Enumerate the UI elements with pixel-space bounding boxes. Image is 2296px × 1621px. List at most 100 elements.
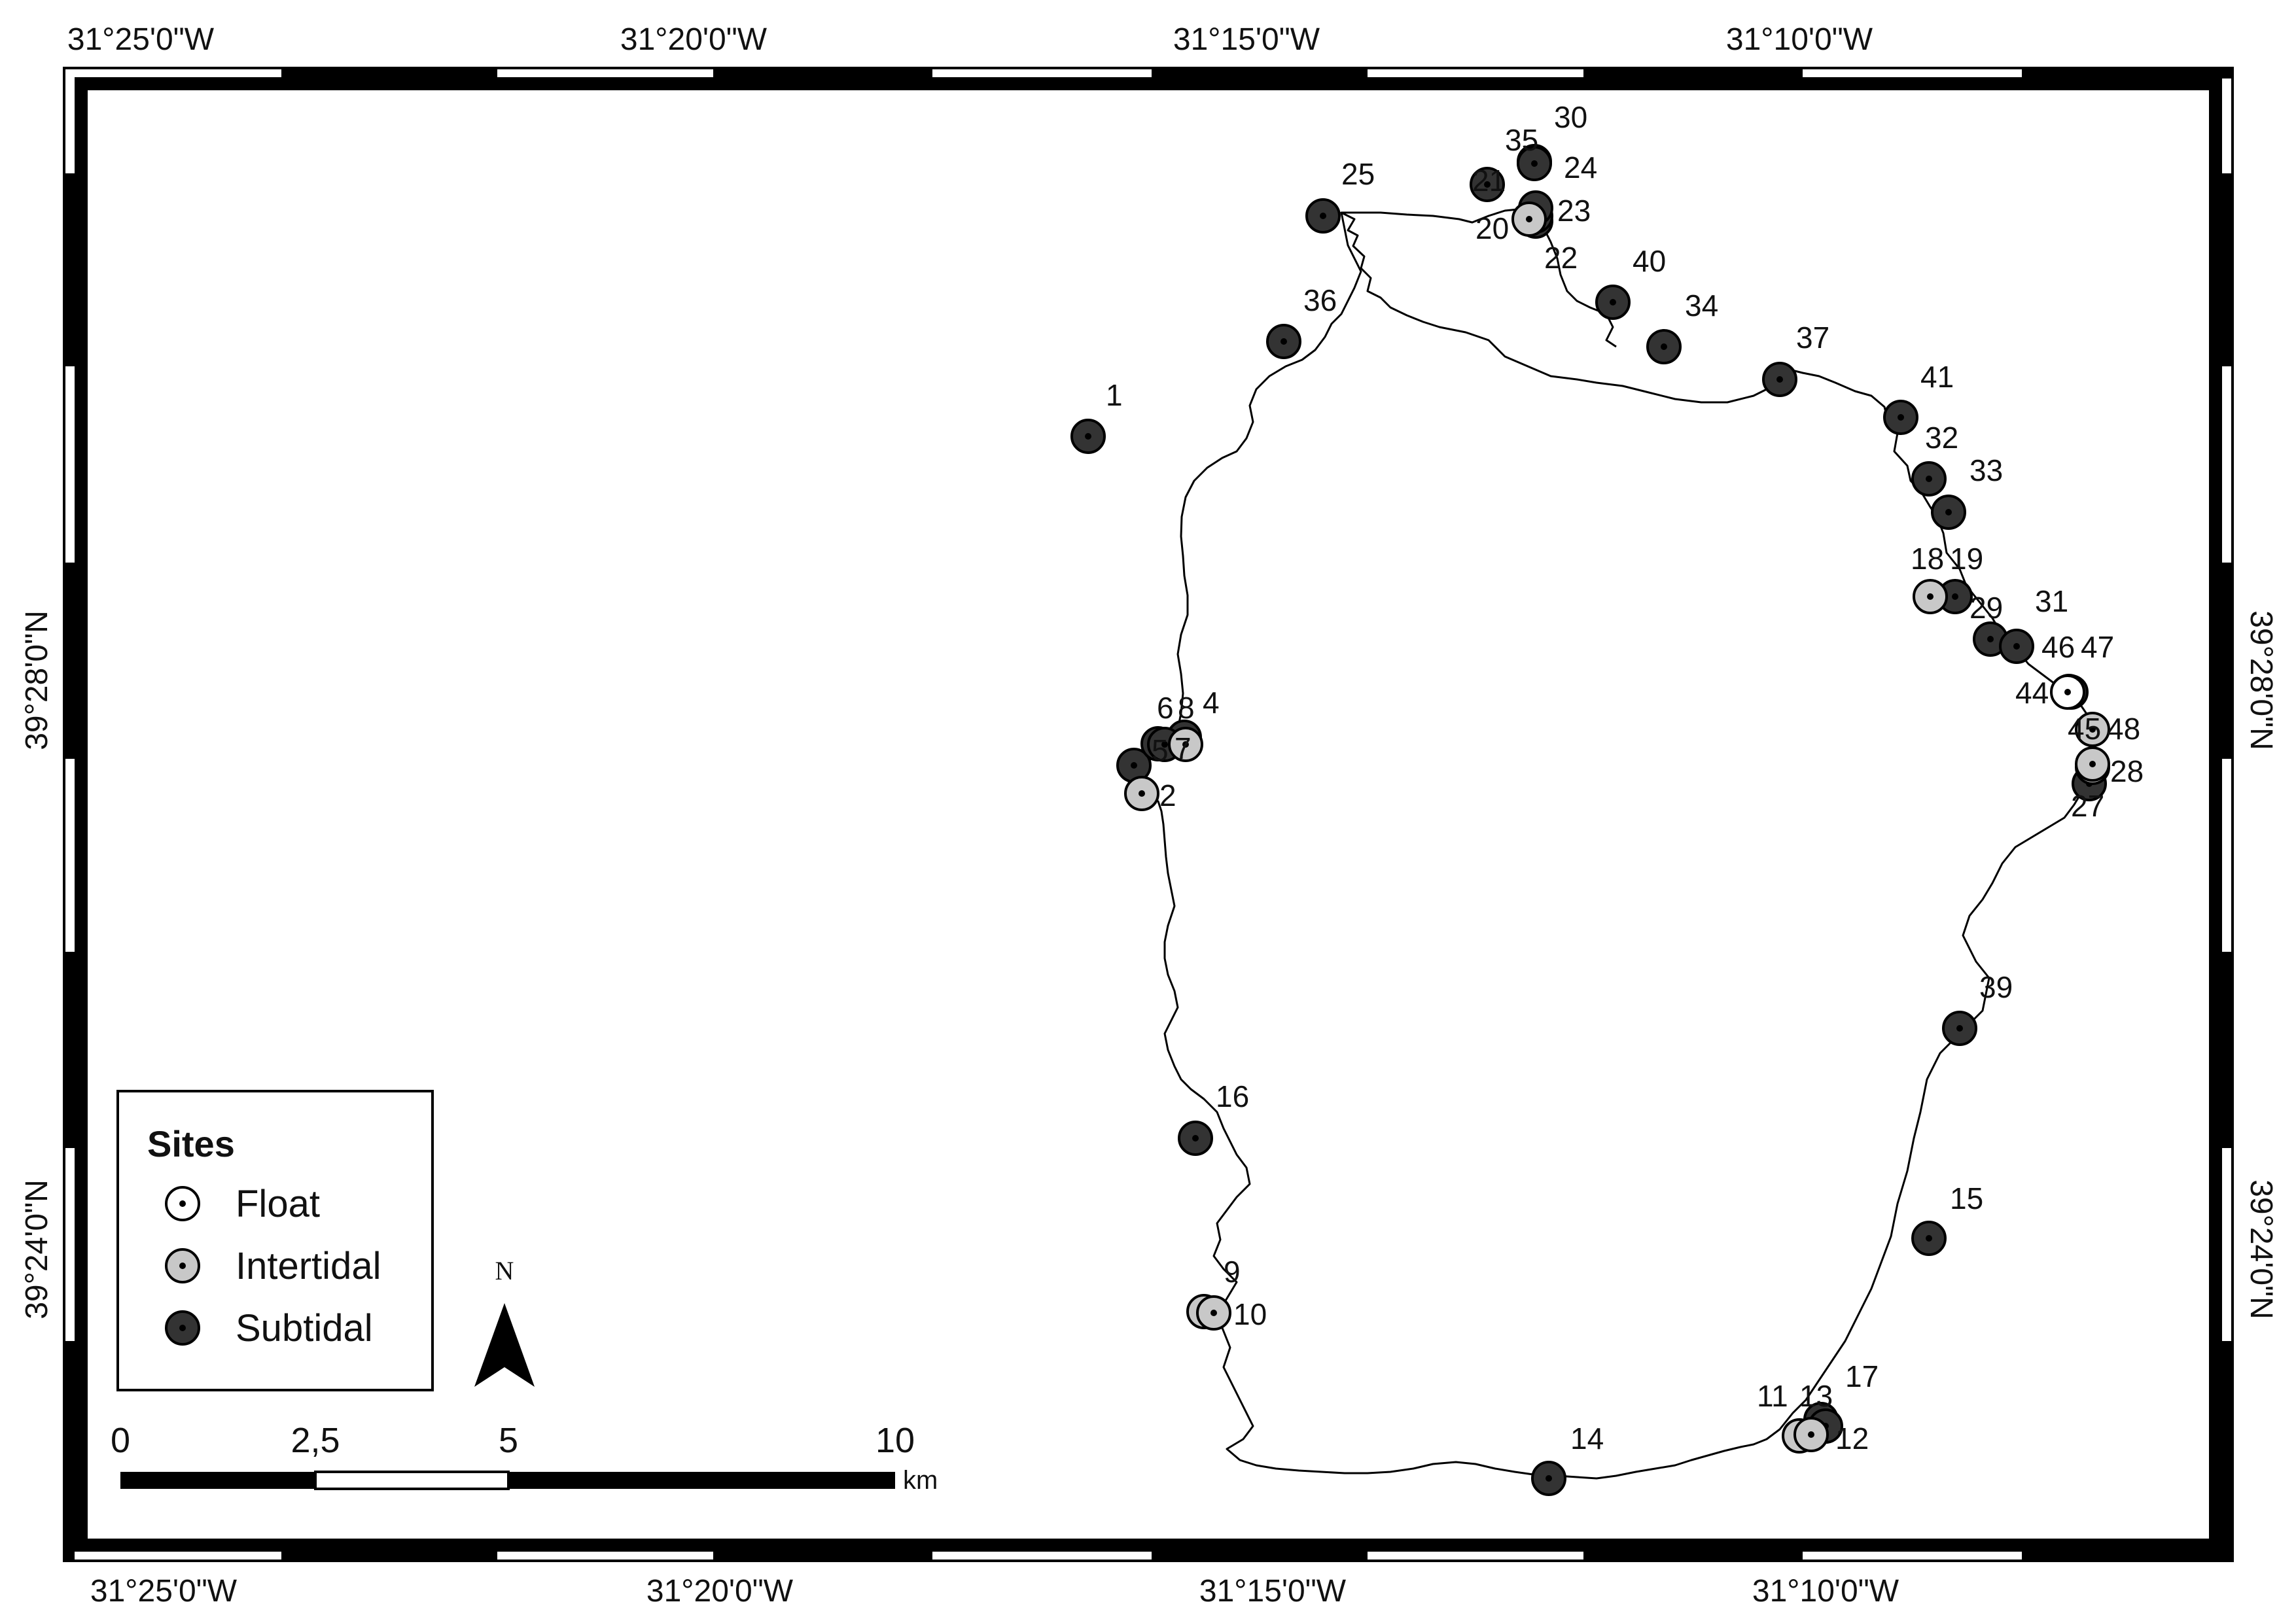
bottom-lon-label-3: 31°15'0"W xyxy=(1199,1574,1347,1609)
site-label-12: 12 xyxy=(1835,1421,1869,1455)
legend-title: Sites xyxy=(147,1123,235,1164)
site-marker-34 xyxy=(1646,329,1682,364)
left-lat-label-1: 39°28'0"N xyxy=(20,610,54,750)
site-marker-32 xyxy=(1911,461,1947,497)
site-label-41: 41 xyxy=(1920,360,1954,394)
scale-segment-3 xyxy=(508,1472,895,1489)
site-label-16: 16 xyxy=(1216,1079,1249,1113)
site-label-17: 17 xyxy=(1845,1359,1879,1393)
site-marker-10 xyxy=(1196,1295,1231,1331)
site-label-40: 40 xyxy=(1633,244,1666,278)
site-marker-20 xyxy=(1511,201,1547,237)
scale-segment-2 xyxy=(314,1471,510,1490)
north-arrow: N xyxy=(474,1256,535,1387)
site-label-34: 34 xyxy=(1685,288,1718,322)
site-label-10: 10 xyxy=(1233,1297,1267,1331)
site-marker-16 xyxy=(1178,1121,1213,1156)
top-lon-label-1: 31°25'0"W xyxy=(67,22,215,57)
site-marker-2 xyxy=(1124,776,1159,811)
site-marker-1 xyxy=(1070,419,1106,454)
bottom-lon-label-1: 31°25'0"W xyxy=(90,1574,238,1609)
scale-segment-1 xyxy=(120,1472,315,1489)
legend-item-subtidal: Subtidal xyxy=(165,1307,373,1350)
site-label-21: 21 xyxy=(1472,164,1506,198)
left-lat-label-2: 39°24'0"N xyxy=(20,1179,54,1319)
north-arrow-icon xyxy=(474,1303,535,1387)
site-marker-19 xyxy=(1937,579,1973,614)
site-label-22: 22 xyxy=(1544,241,1578,275)
site-label-20: 20 xyxy=(1475,211,1509,245)
site-marker-25 xyxy=(1305,198,1341,234)
scale-tick-0: 0 xyxy=(111,1421,130,1460)
site-label-46: 46 xyxy=(2041,630,2075,664)
graticule-labels: 31°25'0"W 31°20'0"W 31°15'0"W 31°10'0"W … xyxy=(20,22,2278,1609)
site-marker-7 xyxy=(1168,727,1203,762)
frame-graduation xyxy=(64,68,2233,1561)
scale-tick-2-5: 2,5 xyxy=(291,1421,340,1460)
site-marker-40 xyxy=(1595,285,1631,320)
site-label-25: 25 xyxy=(1341,157,1375,191)
site-marker-37 xyxy=(1762,362,1797,397)
north-label: N xyxy=(495,1256,514,1285)
site-label-47: 47 xyxy=(2081,630,2114,664)
right-lat-label-1: 39°28'0"N xyxy=(2244,610,2278,750)
scale-unit: km xyxy=(903,1466,938,1495)
site-label-45: 45 xyxy=(2068,712,2101,746)
site-label-37: 37 xyxy=(1796,321,1829,355)
map-frame xyxy=(63,67,2234,1562)
site-marker-12 xyxy=(1793,1417,1829,1452)
legend-item-intertidal: Intertidal xyxy=(165,1245,381,1287)
site-marker-48 xyxy=(2075,746,2110,782)
top-lon-label-4: 31°10'0"W xyxy=(1726,22,1873,57)
site-label-30: 30 xyxy=(1554,100,1587,134)
bottom-lon-label-4: 31°10'0"W xyxy=(1752,1574,1899,1609)
site-marker-14 xyxy=(1531,1461,1566,1496)
site-label-1: 1 xyxy=(1106,378,1123,412)
site-label-19: 19 xyxy=(1950,542,1983,576)
site-label-36: 36 xyxy=(1303,283,1337,317)
site-label-15: 15 xyxy=(1950,1181,1983,1215)
site-marker-41 xyxy=(1883,400,1918,435)
site-label-44: 44 xyxy=(2015,676,2049,710)
site-label-31: 31 xyxy=(2035,584,2068,618)
site-label-48: 48 xyxy=(2107,712,2140,746)
site-marker-33 xyxy=(1931,495,1966,530)
site-label-4: 4 xyxy=(1203,686,1220,720)
site-label-27: 27 xyxy=(2071,789,2104,823)
legend-label-float: Float xyxy=(236,1183,320,1225)
top-lon-label-2: 31°20'0"W xyxy=(620,22,768,57)
legend-item-float: Float xyxy=(165,1183,320,1225)
site-label-8: 8 xyxy=(1178,691,1195,725)
top-lon-label-3: 31°15'0"W xyxy=(1173,22,1320,57)
site-label-6: 6 xyxy=(1157,691,1174,725)
site-marker-18 xyxy=(1913,579,1948,614)
site-label-9: 9 xyxy=(1224,1255,1241,1289)
site-marker-46 xyxy=(2050,674,2085,710)
legend-label-intertidal: Intertidal xyxy=(236,1245,381,1287)
site-label-13: 13 xyxy=(1799,1379,1833,1413)
site-label-18: 18 xyxy=(1911,542,1944,576)
site-marker-36 xyxy=(1266,324,1301,359)
site-marker-35 xyxy=(1517,146,1552,181)
site-label-7: 7 xyxy=(1174,731,1192,765)
site-label-29: 29 xyxy=(1969,591,2003,625)
site-label-32: 32 xyxy=(1925,421,1958,455)
legend-label-subtidal: Subtidal xyxy=(236,1307,373,1350)
site-marker-45 xyxy=(2075,712,2110,747)
scale-bar: 0 2,5 5 10 km xyxy=(111,1421,938,1495)
right-lat-label-2: 39°24'0"N xyxy=(2244,1179,2278,1319)
site-label-33: 33 xyxy=(1969,453,2003,487)
island-coastline xyxy=(1124,208,2095,1480)
site-marker-15 xyxy=(1911,1221,1947,1256)
bottom-lon-label-2: 31°20'0"W xyxy=(646,1574,794,1609)
site-marker-39 xyxy=(1942,1011,1977,1046)
scale-tick-10: 10 xyxy=(875,1421,915,1460)
site-label-24: 24 xyxy=(1564,150,1597,184)
site-label-23: 23 xyxy=(1557,194,1591,228)
site-marker-31 xyxy=(1999,629,2034,664)
site-label-2: 2 xyxy=(1159,778,1176,812)
